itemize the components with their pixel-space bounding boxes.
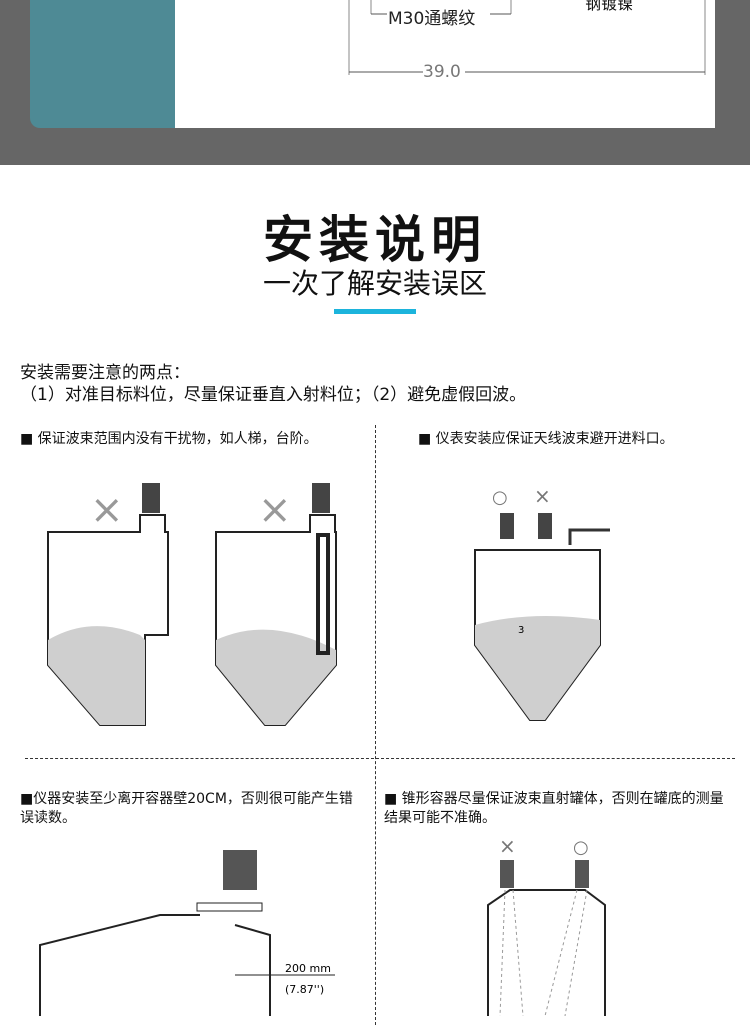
- svg-text:○: ○: [573, 837, 589, 858]
- ok-mark: ○: [492, 487, 508, 508]
- distance-mm: 200 mm: [285, 962, 331, 975]
- points-text: （1）对准目标料位，尽量保证垂直入射料位；（2）避免虚假回波。: [20, 385, 527, 405]
- distance-in: (7.87''): [285, 983, 324, 996]
- width-label: 39.0: [423, 62, 461, 82]
- svg-text:×: ×: [499, 835, 516, 858]
- illustration-inlet: ○ × 3: [474, 485, 610, 721]
- panel-4-caption: ■ 锥形容器尽量保证波束直射罐体，否则在罐底的测量结果可能不准确。: [384, 791, 724, 826]
- bad-mark: ×: [534, 485, 551, 508]
- illustration-obstacles: × ×: [47, 483, 337, 726]
- panel-3-caption: ■仪器安装至少离开容器壁20CM，否则很可能产生错误读数。: [20, 791, 353, 826]
- illustration-wall-distance: 200 mm (7.87''): [39, 850, 335, 1016]
- thread-label: M30通螺纹: [388, 9, 476, 29]
- panel-2-caption: ■ 仪表安装应保证天线波束避开进料口。: [418, 431, 674, 447]
- teal-panel: [30, 0, 175, 128]
- svg-text:×: ×: [258, 487, 292, 533]
- accent-bar: [334, 309, 416, 314]
- material-label: 钢镀镍: [585, 0, 634, 13]
- divider-vertical: [375, 425, 376, 1025]
- dimension-lines: [348, 0, 706, 75]
- illustration-cone-tank: × ○: [487, 835, 606, 1016]
- intro-text: 安装需要注意的两点：: [20, 363, 190, 383]
- svg-text:×: ×: [90, 487, 124, 533]
- section-title: 安装说明: [263, 211, 487, 269]
- dimension-label: 3: [518, 625, 524, 636]
- panel-1-caption: ■ 保证波束范围内没有干扰物，如人梯，台阶。: [20, 431, 318, 447]
- divider-horizontal: [25, 758, 735, 759]
- section-subtitle: 一次了解安装误区: [262, 267, 487, 300]
- spec-drawing: M30通螺纹 39.0 钢镀镍: [175, 0, 715, 128]
